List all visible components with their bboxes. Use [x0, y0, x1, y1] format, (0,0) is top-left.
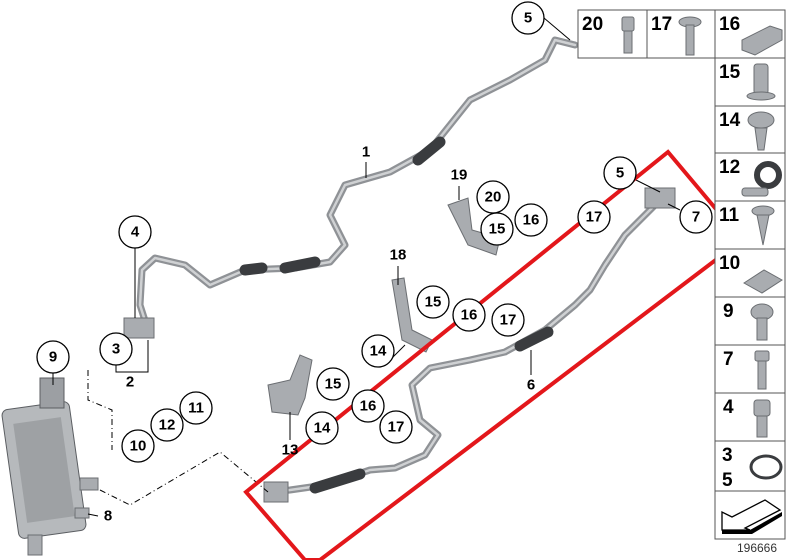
part-cell-4[interactable]: 4: [714, 392, 786, 442]
diagram-id: 196666: [737, 541, 777, 555]
svg-text:3: 3: [722, 445, 733, 466]
svg-text:15: 15: [719, 62, 741, 83]
svg-text:20: 20: [582, 14, 603, 35]
leader-lines: [52, 17, 681, 517]
callout-18[interactable]: 18: [390, 247, 407, 264]
svg-text:14: 14: [719, 110, 741, 131]
svg-text:11: 11: [719, 205, 740, 226]
hex-bolt-icon: [754, 350, 770, 390]
parts-table: 20 17 16 15 14 12 11 10 9 7 4 35 196666: [577, 9, 786, 555]
callout-17[interactable]: 17: [491, 303, 525, 337]
oil-line-1[interactable]: [123, 36, 579, 339]
svg-text:7: 7: [723, 349, 734, 370]
callout-17[interactable]: 17: [577, 200, 611, 234]
callout-1[interactable]: 1: [362, 144, 370, 161]
bracket-13[interactable]: [267, 354, 313, 416]
direction-arrow-icon: [721, 499, 782, 531]
svg-text:4: 4: [131, 224, 140, 241]
callout-14[interactable]: 14: [361, 334, 395, 368]
svg-text:4: 4: [723, 397, 734, 418]
svg-text:16: 16: [719, 14, 740, 35]
callout-3[interactable]: 3: [99, 332, 133, 366]
button-head-bolt-icon: [750, 303, 774, 341]
svg-text:12: 12: [159, 417, 176, 434]
expanding-rivet-icon: [751, 205, 775, 246]
svg-text:14: 14: [314, 420, 331, 437]
part-cell-15[interactable]: 15: [714, 57, 786, 107]
rivet-nut-icon: [746, 63, 776, 101]
svg-text:11: 11: [188, 400, 204, 417]
svg-text:17: 17: [388, 419, 405, 436]
part-cell-12[interactable]: 12: [714, 152, 786, 202]
svg-text:17: 17: [651, 14, 672, 35]
svg-text:14: 14: [370, 343, 387, 360]
svg-text:15: 15: [325, 376, 342, 393]
svg-text:17: 17: [586, 209, 603, 226]
part-cell-17[interactable]: 17: [646, 9, 716, 59]
svg-text:10: 10: [130, 438, 147, 455]
callout-16[interactable]: 16: [452, 298, 486, 332]
callout-20[interactable]: 20: [476, 180, 510, 214]
rubber-clamp-icon: [741, 161, 782, 197]
clip-nut-icon: [743, 269, 783, 294]
pipe-clip-icon: [741, 25, 783, 56]
svg-text:7: 7: [692, 209, 700, 226]
callout-15[interactable]: 15: [316, 367, 350, 401]
svg-text:16: 16: [523, 212, 540, 229]
part-cell-11[interactable]: 11: [714, 200, 786, 250]
svg-text:15: 15: [489, 221, 506, 238]
callout-2[interactable]: 2: [126, 374, 134, 391]
part-cell-16[interactable]: 16: [714, 9, 786, 59]
callout-8[interactable]: 8: [104, 508, 112, 525]
oil-line-6[interactable]: [263, 187, 676, 503]
part-cell-20[interactable]: 20: [577, 9, 648, 59]
svg-text:16: 16: [461, 307, 478, 324]
assembly-line: [87, 370, 269, 506]
callout-6[interactable]: 6: [527, 377, 535, 394]
direction-arrow-cell: [714, 490, 786, 540]
callout-13[interactable]: 13: [282, 442, 299, 459]
part-cell-9[interactable]: 9: [714, 296, 786, 346]
callout-5[interactable]: 5: [603, 156, 637, 190]
callout-9[interactable]: 9: [36, 340, 70, 374]
part-cell-10[interactable]: 10: [714, 248, 786, 298]
svg-text:5: 5: [616, 165, 624, 182]
callout-16[interactable]: 16: [351, 389, 385, 423]
callout-7[interactable]: 7: [679, 200, 713, 234]
svg-text:10: 10: [719, 253, 740, 274]
svg-text:3: 3: [112, 341, 120, 358]
svg-text:9: 9: [723, 301, 734, 322]
part-cell-7[interactable]: 7: [714, 344, 786, 394]
svg-text:9: 9: [49, 349, 57, 366]
callout-15[interactable]: 15: [480, 212, 514, 246]
callout-15[interactable]: 15: [416, 285, 450, 319]
socket-head-bolt-icon: [753, 399, 771, 438]
callout-16[interactable]: 16: [514, 203, 548, 237]
svg-text:15: 15: [425, 294, 442, 311]
svg-text:5: 5: [524, 10, 532, 27]
callout-19[interactable]: 19: [451, 167, 468, 184]
svg-text:5: 5: [722, 470, 733, 491]
hex-flange-bolt-icon: [678, 16, 702, 56]
callout-11[interactable]: 11: [179, 391, 213, 425]
torx-bolt-icon: [621, 16, 635, 54]
part-cell-3-5[interactable]: 35: [714, 440, 786, 492]
callout-12[interactable]: 12: [150, 408, 184, 442]
svg-text:16: 16: [360, 398, 377, 415]
callout-5[interactable]: 5: [511, 1, 545, 35]
callout-10[interactable]: 10: [121, 429, 155, 463]
part-cell-14[interactable]: 14: [714, 105, 786, 154]
callout-14[interactable]: 14: [305, 411, 339, 445]
callout-4[interactable]: 4: [118, 215, 152, 249]
oil-cooler[interactable]: [1, 377, 99, 556]
svg-text:20: 20: [485, 189, 502, 206]
o-ring-icon: [749, 454, 783, 480]
svg-text:17: 17: [500, 312, 517, 329]
svg-text:12: 12: [719, 157, 740, 178]
expanding-rivet-icon: [747, 111, 775, 151]
callout-17[interactable]: 17: [379, 410, 413, 444]
